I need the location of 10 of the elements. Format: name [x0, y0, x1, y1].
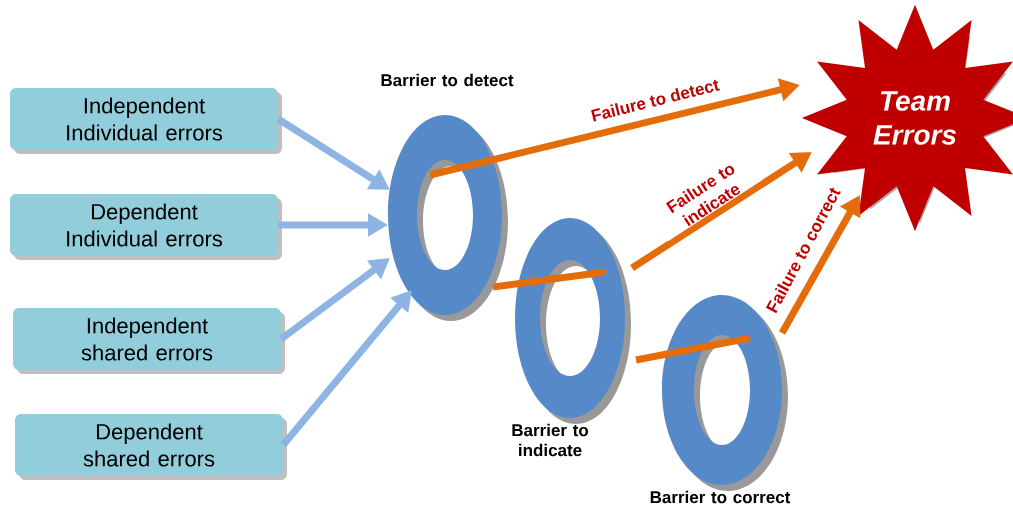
error-box: Dependent shared errors	[15, 414, 287, 480]
barrier-label: Barrier to correct	[650, 490, 791, 504]
barrier-label: Barrier to detect	[381, 73, 514, 87]
connector-line	[492, 268, 606, 291]
edge-label: Failure to detect	[588, 76, 722, 124]
connector-line	[635, 334, 751, 364]
error-box: Dependent Individual errors	[10, 194, 282, 260]
error-box: Independent Individual errors	[10, 88, 282, 154]
barrier-label: Barrier to indicate	[512, 423, 589, 457]
error-box: Independent shared errors	[13, 308, 285, 374]
